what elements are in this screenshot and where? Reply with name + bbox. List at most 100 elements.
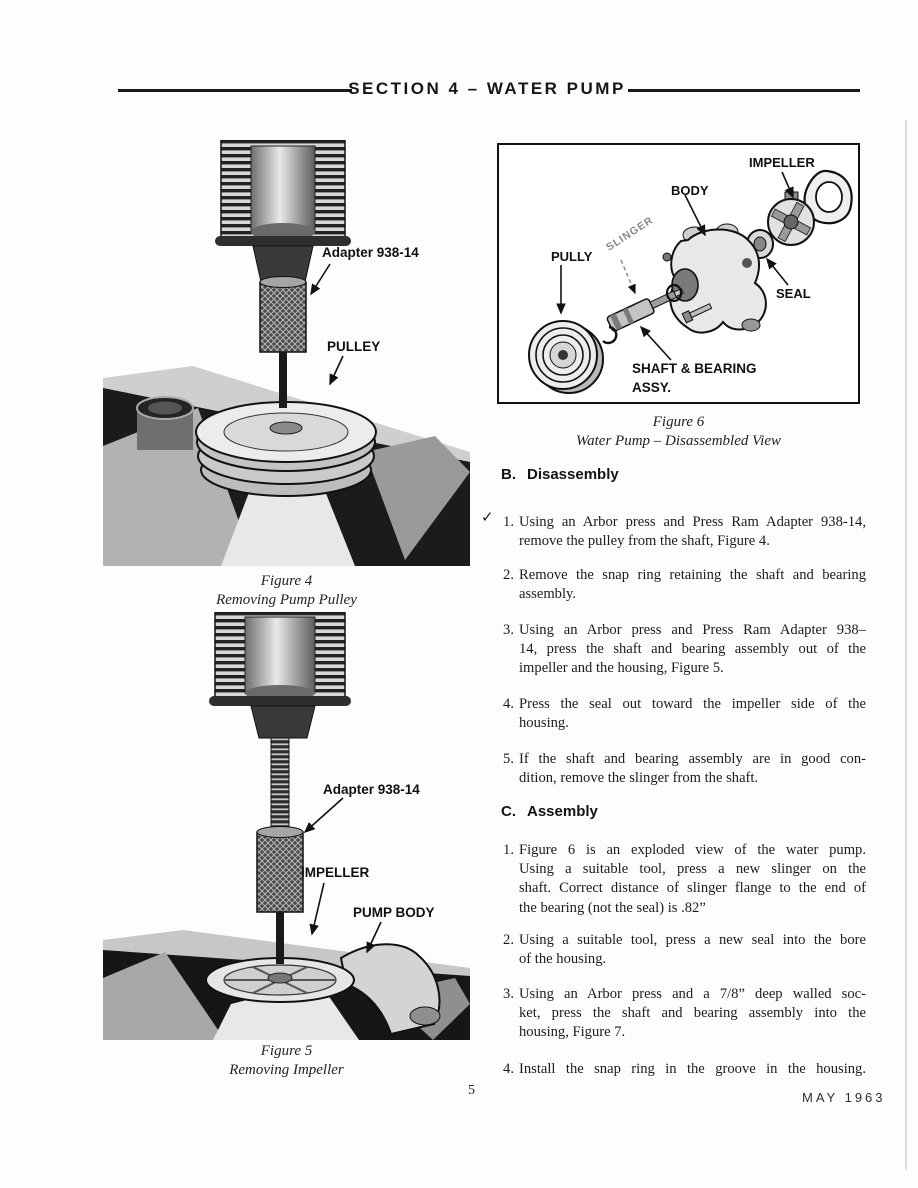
figure6-caption: Figure 6 Water Pump – Disassembled View [497, 413, 860, 451]
step-line: Using an Arbor press and a 7/8” deep wal… [519, 986, 866, 1002]
step-number: 2. [503, 567, 514, 583]
section-title: SECTION 4 – WATER PUMP [348, 79, 626, 98]
header-rule-right [628, 89, 860, 92]
step-number: 3. [503, 622, 514, 638]
step-line: assembly. [519, 586, 577, 603]
fig5-impeller-label: IMPELLER [301, 865, 370, 880]
disassembly-heading-title: Disassembly [527, 466, 619, 483]
disassembly-step-5: 5. If the shaft and bearing assembly are… [483, 750, 867, 788]
fig6-impeller-label: IMPELLER [749, 155, 815, 170]
step-number: 5. [503, 751, 514, 767]
fig6-shaft-label-line2: ASSY. [632, 380, 671, 395]
disassembly-heading: B. Disassembly [501, 466, 619, 483]
page-edge-line [905, 120, 907, 1170]
fig5-pump-body-arrow [366, 921, 382, 954]
step-line: impeller and the housing, Figure 5. [519, 660, 724, 677]
fig6-body-label: BODY [671, 183, 709, 198]
disassembly-step-4: 4. Press the seal out toward the impelle… [483, 695, 867, 733]
figure4-photo: Adapter 938-14 PULLEY [103, 140, 470, 566]
figure6-diagram: IMPELLER BODY PULLY SEAL SHAFT & BEARING… [528, 155, 853, 395]
snap-ring-part [602, 325, 618, 345]
figure6-caption-number: Figure 6 [652, 414, 705, 430]
arbor-press-ram [215, 140, 351, 408]
fig6-slinger-label: SLINGER [604, 214, 656, 253]
fig4-pulley-label: PULLEY [327, 339, 380, 354]
disassembly-step-2: 2. Remove the snap ring retaining the sh… [483, 566, 867, 604]
step-line: shaft. Correct distance of slinger flang… [519, 880, 866, 897]
step-number: 4. [503, 1061, 514, 1077]
step-line: housing, Figure 7. [519, 1024, 626, 1041]
slinger-part [662, 252, 672, 262]
step-number: 3. [503, 986, 514, 1002]
step-line: Using an Arbor press and Press Ram Adapt… [519, 622, 866, 638]
disassembly-step-1: ✓ 1. Using an Arbor press and Press Ram … [481, 510, 867, 551]
body-part [669, 223, 767, 334]
step-number: 2. [503, 932, 514, 948]
pump-body-outlet [409, 1006, 441, 1026]
step-line: If the shaft and bearing assembly are in… [519, 751, 866, 767]
step-number: 1. [503, 842, 514, 858]
step-line: housing. [519, 715, 569, 732]
step-line: Using a suitable tool, press a new sling… [519, 861, 866, 878]
publication-date: MAY 1963 [802, 1090, 886, 1105]
pully-part [528, 320, 604, 394]
check-mark: ✓ [481, 510, 494, 526]
fig5-impeller-arrow [309, 882, 325, 936]
assembly-heading-letter: C. [501, 803, 516, 820]
step-line: Press the seal out toward the impeller s… [519, 696, 866, 712]
step-line: dition, remove the slinger from the shaf… [519, 770, 759, 787]
impeller-part [205, 957, 355, 1003]
fig6-seal-label: SEAL [776, 286, 811, 301]
fig6-shaft-label-line1: SHAFT & BEARING [632, 361, 757, 376]
figure4-caption-title: Removing Pump Pulley [216, 592, 357, 608]
step-number: 1. [503, 514, 514, 530]
threaded-rod [270, 737, 290, 833]
assembly-step-3: 3. Using an Arbor press and a 7/8” deep … [483, 985, 867, 1043]
step-line: the bearing (not the seal) is .82” [519, 899, 706, 916]
fig4-adapter-label: Adapter 938-14 [322, 245, 419, 260]
assembly-step-4: 4. Install the snap ring in the groove i… [483, 1060, 867, 1079]
figure6-frame: IMPELLER BODY PULLY SEAL SHAFT & BEARING… [497, 143, 860, 404]
adapter-part [256, 831, 304, 913]
step-line: Remove the snap ring retaining the shaft… [519, 567, 866, 583]
step-number: 4. [503, 696, 514, 712]
page-number: 5 [468, 1083, 475, 1098]
figure4-caption: Figure 4 Removing Pump Pulley [103, 572, 470, 610]
arbor-press-ram [209, 612, 351, 964]
step-line: Figure 6 is an exploded view of the wate… [519, 842, 866, 858]
figure5-caption: Figure 5 Removing Impeller [103, 1042, 470, 1080]
figure5-caption-title: Removing Impeller [229, 1062, 344, 1078]
disassembly-step-3: 3. Using an Arbor press and Press Ram Ad… [483, 621, 867, 679]
fig6-slinger-arrow [620, 259, 636, 295]
fig6-seal-arrow [765, 257, 789, 286]
fig5-adapter-label: Adapter 938-14 [323, 782, 420, 797]
fig4-pulley-arrow [329, 355, 344, 386]
assembly-step-2: 2. Using a suitable tool, press a new se… [483, 931, 867, 969]
assembly-step-1: 1. Figure 6 is an exploded view of the w… [483, 841, 867, 918]
fig4-adapter-arrow [310, 263, 331, 296]
step-line: ket, press the shaft and bearing assembl… [519, 1005, 866, 1022]
gasket-part [803, 169, 853, 225]
figure6-caption-title: Water Pump – Disassembled View [576, 433, 781, 449]
fig6-shaft-arrow [639, 325, 672, 361]
step-line: Install the snap ring in the groove in t… [519, 1061, 866, 1077]
step-line: Using an Arbor press and Press Ram Adapt… [519, 514, 866, 530]
figure4-caption-number: Figure 4 [260, 573, 313, 589]
fig6-impeller-arrow [781, 171, 794, 199]
fig5-pump-body-label: PUMP BODY [353, 905, 435, 920]
impeller-part [767, 191, 815, 246]
washer-part [665, 283, 683, 303]
disassembly-heading-letter: B. [501, 466, 516, 483]
figure5-photo: Adapter 938-14 IMPELLER PUMP BODY [103, 612, 470, 1040]
step-line: remove the pulley from the shaft, Figure… [519, 533, 770, 550]
header-rule-left [118, 89, 352, 92]
step-line: 14, press the shaft and bearing assembly… [519, 641, 866, 658]
fig5-adapter-arrow [303, 797, 344, 834]
fig6-body-arrow [684, 194, 706, 237]
bolt-part [681, 303, 713, 324]
pulley-part [195, 401, 377, 497]
assembly-heading-title: Assembly [527, 803, 598, 820]
step-line: of the housing. [519, 951, 607, 968]
fig6-pully-label: PULLY [551, 249, 593, 264]
